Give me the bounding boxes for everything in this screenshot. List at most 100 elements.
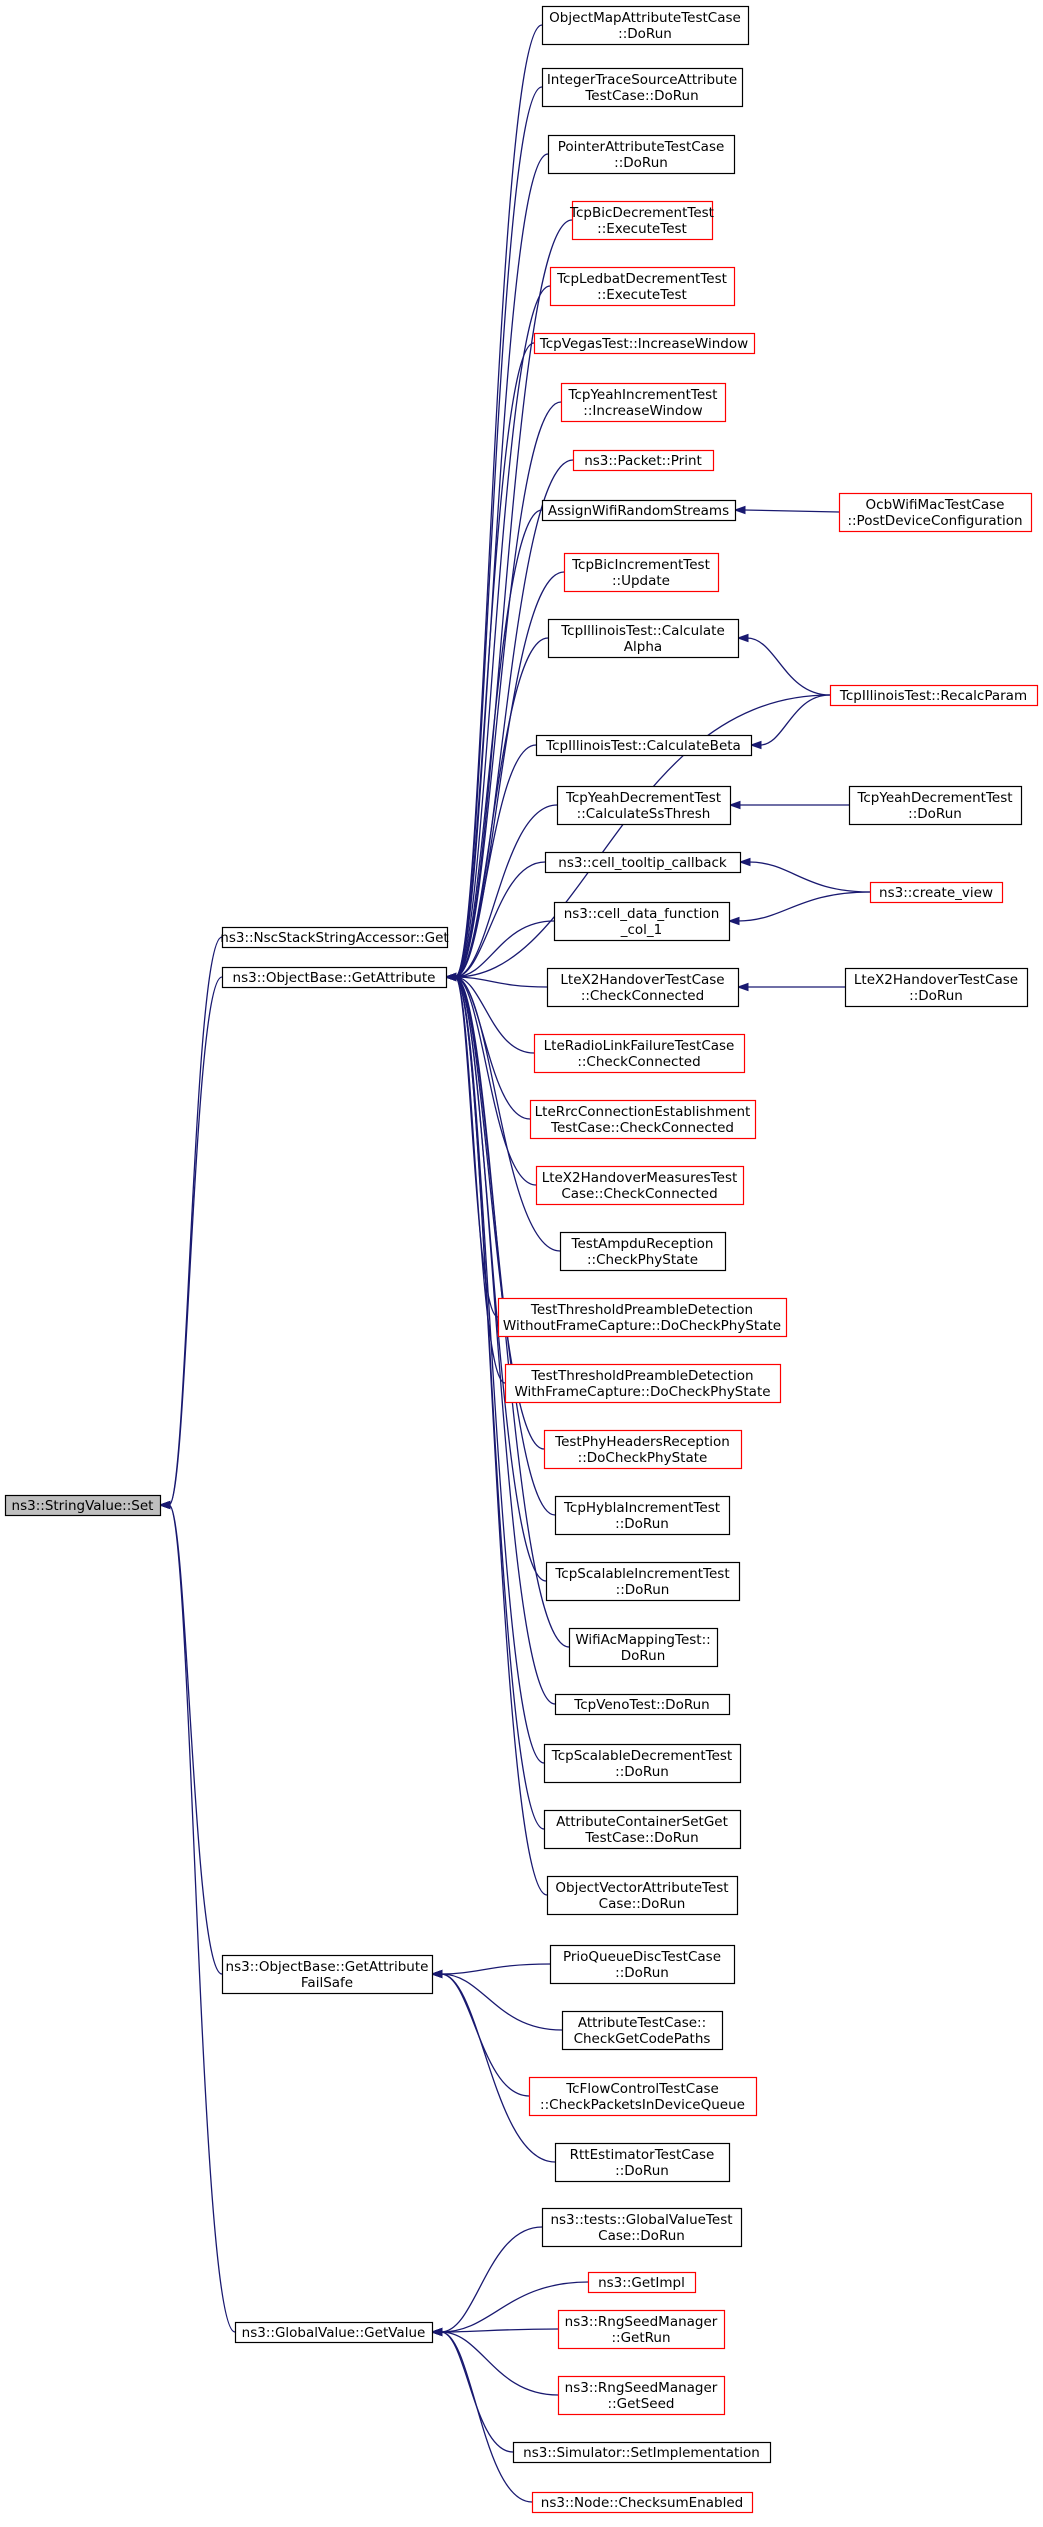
node-label-line: ::CheckConnected — [581, 988, 704, 1004]
node-wifiac[interactable]: WifiAcMappingTest::DoRun — [568, 1627, 719, 1668]
node-bicdec[interactable]: TcpBicDecrementTest::ExecuteTest — [569, 200, 714, 241]
node-ltex2meas[interactable]: LteX2HandoverMeasuresTestCase::CheckConn… — [535, 1165, 745, 1206]
edge-line — [454, 976, 537, 1186]
node-rtt[interactable]: RttEstimatorTestCase::DoRun — [554, 2142, 731, 2183]
node-box — [560, 382, 727, 423]
node-label-line: ns3::Packet::Print — [584, 453, 702, 469]
node-yeahdec[interactable]: TcpYeahDecrementTest::CalculateSsThresh — [556, 785, 732, 826]
node-ltex2check[interactable]: LteX2HandoverTestCase::CheckConnected — [546, 967, 740, 1008]
node-label-line: TestCase::CheckConnected — [550, 1120, 734, 1136]
node-veno[interactable]: TcpVenoTest::DoRun — [554, 1693, 731, 1716]
edge-illrecalc-to-illbeta — [749, 694, 831, 750]
node-scaldec[interactable]: TcpScalableDecrementTest::DoRun — [543, 1743, 742, 1784]
node-box — [533, 1033, 746, 1074]
node-box — [512, 2441, 772, 2464]
node-ocbwifi[interactable]: OcbWifiMacTestCase::PostDeviceConfigurat… — [838, 492, 1033, 533]
arrowhead — [444, 972, 457, 982]
node-rngseed[interactable]: ns3::RngSeedManager::GetSeed — [557, 2375, 726, 2416]
node-getimpl[interactable]: ns3::GetImpl — [587, 2271, 697, 2294]
node-checksum[interactable]: ns3::Node::ChecksumEnabled — [531, 2491, 754, 2514]
edge-prio-to-getattrfs — [430, 1963, 551, 1979]
node-tcflow[interactable]: TcFlowControlTestCase::CheckPacketsInDev… — [528, 2076, 758, 2117]
node-box — [549, 1944, 736, 1985]
node-label-line: ns3::cell_tooltip_callback — [558, 855, 727, 871]
node-prio[interactable]: PrioQueueDiscTestCase::DoRun — [549, 1944, 736, 1985]
edge-line — [454, 976, 548, 1896]
edge-line — [454, 976, 545, 1450]
node-label-line: ns3::ObjectBase::GetAttribute — [233, 970, 436, 986]
edge-ocbwifi-to-assignwifi — [733, 505, 840, 515]
edge-line — [454, 861, 546, 978]
node-illrecalc[interactable]: TcpIllinoisTest::RecalcParam — [829, 684, 1039, 707]
node-illbeta[interactable]: TcpIllinoisTest::CalculateBeta — [535, 734, 753, 757]
arrowhead — [733, 505, 746, 515]
node-box — [553, 901, 731, 942]
node-assignwifi[interactable]: AssignWifiRandomStreams — [541, 499, 737, 522]
node-label-line: ::ExecuteTest — [597, 221, 687, 237]
node-gvget[interactable]: ns3::GlobalValue::GetValue — [234, 2321, 434, 2344]
node-omap[interactable]: ObjectMapAttributeTestCase::DoRun — [541, 5, 750, 46]
node-label-line: WithoutFrameCapture::DoCheckPhyState — [503, 1318, 781, 1334]
node-yeahdecrun[interactable]: TcpYeahDecrementTest::DoRun — [848, 785, 1023, 826]
node-vegas[interactable]: TcpVegasTest::IncreaseWindow — [533, 332, 756, 355]
edge-line — [454, 744, 537, 978]
edge-line — [440, 2331, 559, 2396]
node-getattr[interactable]: ns3::ObjectBase::GetAttribute — [221, 966, 448, 989]
edge-nsc-to-set — [158, 936, 223, 1510]
node-lterlf[interactable]: LteRadioLinkFailureTestCase::CheckConnec… — [533, 1033, 746, 1074]
node-celltooltip[interactable]: ns3::cell_tooltip_callback — [544, 851, 742, 874]
node-label-line: ::DoRun — [615, 1516, 669, 1532]
node-celldata[interactable]: ns3::cell_data_function_col_1 — [553, 901, 731, 942]
edge-ltex2run-to-ltex2check — [736, 982, 845, 992]
edge-line — [454, 976, 561, 1252]
node-box — [547, 618, 740, 659]
node-bicinc[interactable]: TcpBicIncrementTest::Update — [563, 552, 720, 593]
node-box — [557, 2375, 726, 2416]
node-attrtest[interactable]: AttributeTestCase::CheckGetCodePaths — [561, 2010, 724, 2051]
node-box — [543, 1809, 742, 1850]
node-ptrattr[interactable]: PointerAttributeTestCase::DoRun — [547, 134, 736, 175]
node-hybla[interactable]: TcpHyblaIncrementTest::DoRun — [554, 1495, 731, 1536]
edge-getattr-to-set — [158, 976, 223, 1510]
node-box — [571, 200, 714, 241]
edge-line — [440, 1963, 551, 1975]
node-ledbat[interactable]: TcpLedbatDecrementTest::ExecuteTest — [549, 266, 736, 307]
node-label-line: ::CalculateSsThresh — [577, 806, 711, 822]
node-simimpl[interactable]: ns3::Simulator::SetImplementation — [512, 2441, 772, 2464]
node-label-line: TcpVegasTest::IncreaseWindow — [539, 336, 748, 352]
edge-objvec-to-getattr — [444, 972, 548, 1896]
node-yeahinc[interactable]: TcpYeahIncrementTest::IncreaseWindow — [560, 382, 727, 423]
node-box — [869, 881, 1004, 904]
node-ampdu[interactable]: TestAmpduReception::CheckPhyState — [559, 1231, 727, 1272]
node-pktprint[interactable]: ns3::Packet::Print — [572, 449, 715, 472]
node-phyheaders[interactable]: TestPhyHeadersReception::DoCheckPhyState — [543, 1429, 743, 1470]
edge-line — [440, 1973, 530, 2097]
node-threshwithout[interactable]: TestThresholdPreambleDetectionWithoutFra… — [497, 1297, 788, 1338]
node-nsc[interactable]: ns3::NscStackStringAccessor::Get — [220, 926, 449, 949]
node-itrace[interactable]: IntegerTraceSourceAttributeTestCase::DoR… — [541, 67, 744, 108]
node-lterrc[interactable]: LteRrcConnectionEstablishmentTestCase::C… — [529, 1099, 757, 1140]
edge-line — [440, 2331, 533, 2503]
node-box — [543, 1429, 743, 1470]
node-label-line: Case::DoRun — [598, 2228, 685, 2244]
node-label-line: TcpScalableDecrementTest — [551, 1748, 732, 1764]
edge-ltex2meas-to-getattr — [444, 972, 537, 1186]
node-createview[interactable]: ns3::create_view — [869, 881, 1004, 904]
node-label-line: ::GetSeed — [608, 2396, 675, 2412]
edge-line — [168, 1504, 223, 1975]
node-rngrun[interactable]: ns3::RngSeedManager::GetRun — [557, 2309, 726, 2350]
arrowhead — [158, 1500, 171, 1510]
node-box — [535, 734, 753, 757]
edge-checksum-to-gvget — [430, 2327, 533, 2503]
node-ltex2run[interactable]: LteX2HandoverTestCase::DoRun — [844, 967, 1029, 1008]
node-threshwith[interactable]: TestThresholdPreambleDetectionWithFrameC… — [504, 1363, 782, 1404]
node-label-line: RttEstimatorTestCase — [570, 2147, 715, 2163]
node-scalinc[interactable]: TcpScalableIncrementTest::DoRun — [545, 1561, 741, 1602]
node-box — [533, 332, 756, 355]
edge-tcflow-to-getattrfs — [430, 1969, 530, 2097]
